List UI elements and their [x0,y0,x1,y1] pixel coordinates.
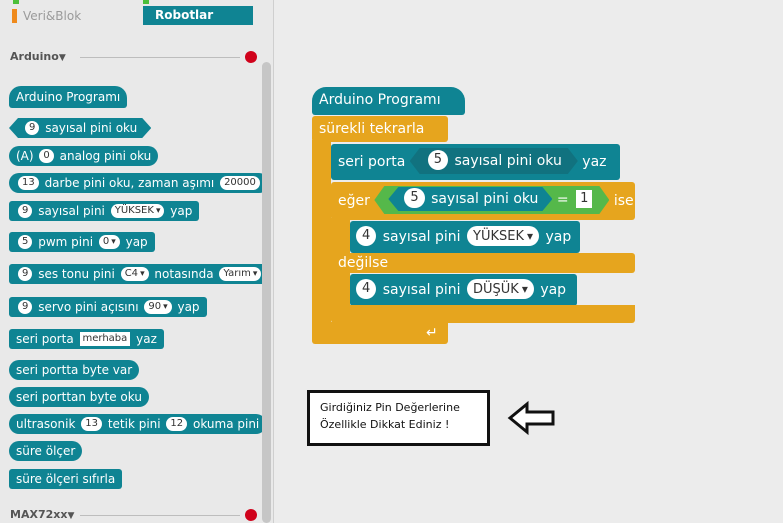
block-tone[interactable]: 9 ses tonu pini C4 notasında Yarım [9,264,271,284]
else-arm [331,271,350,309]
pin-input[interactable]: 5 [404,188,424,208]
angle-dropdown[interactable]: 90 [144,299,172,314]
block-serial-available[interactable]: seri portta byte var [9,360,140,380]
else-label-row: değilse [331,253,635,273]
category-swatch [143,0,149,4]
script-serial-write-block[interactable]: seri porta 5 sayısal pini oku yaz [331,144,620,180]
block-palette: Veri&Blok Robotlar Arduino▼ Arduino Prog… [0,0,274,523]
palette-scrollbar[interactable] [262,62,271,523]
script-digital-write-low[interactable]: 4 sayısal pini DÜŞÜK yap [350,274,577,306]
timeout-input[interactable]: 20000 [220,175,260,190]
palette-divider [273,0,274,523]
equals-operator[interactable]: 5 sayısal pini oku = 1 [374,186,609,214]
if-arm [331,218,350,256]
connection-status-icon [245,51,257,63]
pin-input[interactable]: 13 [18,175,39,190]
category-swatch [13,0,19,4]
block-digital-write[interactable]: 9 sayısal pini YÜKSEK yap [9,201,200,221]
level-dropdown[interactable]: YÜKSEK [110,203,165,218]
note-dropdown[interactable]: C4 [120,266,149,281]
chevron-down-icon: ▼ [58,53,66,63]
if-else-footer [331,305,635,323]
section-max72xx[interactable]: MAX72xx▼ [10,508,257,521]
forever-arm [312,140,331,324]
block-arduino-program[interactable]: Arduino Programı [9,86,128,108]
level-dropdown[interactable]: YÜKSEK [467,226,540,246]
pin-input[interactable]: 5 [18,234,33,249]
connection-status-icon [245,509,257,521]
echo-pin-input[interactable]: 12 [166,416,188,431]
pwm-value-dropdown[interactable]: 0 [98,234,120,249]
arrow-left-icon [507,400,555,436]
block-pulse-read[interactable]: 13 darbe pini oku, zaman aşımı 20000 [9,173,269,193]
forever-footer: ↵ [312,322,448,344]
beat-dropdown[interactable]: Yarım [219,266,262,281]
chevron-down-icon: ▼ [67,511,75,521]
script-arduino-program-hat[interactable]: Arduino Programı [312,87,465,115]
digital-read-reporter[interactable]: 5 sayısal pini oku [410,148,578,174]
script-if-else-block[interactable]: eğer 5 sayısal pini oku = 1 ise [331,182,635,220]
annotation-note: Girdiğiniz Pin Değerlerine Özellikle Dik… [307,390,490,446]
pin-input[interactable]: 9 [25,121,39,135]
pin-input[interactable]: 0 [39,148,54,163]
repeat-arrow-icon: ↵ [426,325,438,341]
pin-input[interactable]: 4 [356,226,377,246]
section-arduino[interactable]: Arduino▼ [10,50,257,63]
section-divider [80,57,240,58]
compare-value-input[interactable]: 1 [576,190,592,208]
script-digital-write-high[interactable]: 4 sayısal pini YÜKSEK yap [350,221,580,253]
block-ultrasonic[interactable]: ultrasonik 13 tetik pini 12 okuma pini [9,414,267,434]
pin-input[interactable]: 5 [428,150,448,170]
block-serial-read-byte[interactable]: seri porttan byte oku [9,387,149,407]
trig-pin-input[interactable]: 13 [81,416,102,431]
level-dropdown[interactable]: DÜŞÜK [467,279,534,299]
script-forever-block[interactable]: sürekli tekrarla [312,116,448,142]
digital-read-reporter[interactable]: 5 sayısal pini oku [388,187,552,211]
category-robotlar[interactable]: Robotlar [143,6,253,25]
serial-text-input[interactable]: merhaba [79,331,131,346]
block-pwm-write[interactable]: 5 pwm pini 0 yap [9,232,155,252]
section-divider [80,515,240,516]
pin-input[interactable]: 9 [18,299,33,314]
block-timer[interactable]: süre ölçer [9,441,83,461]
block-servo[interactable]: 9 servo pini açısını 90 yap [9,297,207,317]
block-timer-reset[interactable]: süre ölçeri sıfırla [9,469,123,489]
category-color-swatch [12,9,17,23]
pin-input[interactable]: 9 [18,203,33,218]
block-serial-write[interactable]: seri porta merhaba yaz [9,329,164,349]
block-digital-read[interactable]: 9 sayısal pini oku [9,118,151,138]
pin-input[interactable]: 4 [356,279,377,299]
block-analog-read[interactable]: (A) 0 analog pini oku [9,146,159,166]
pin-input[interactable]: 9 [18,266,33,281]
